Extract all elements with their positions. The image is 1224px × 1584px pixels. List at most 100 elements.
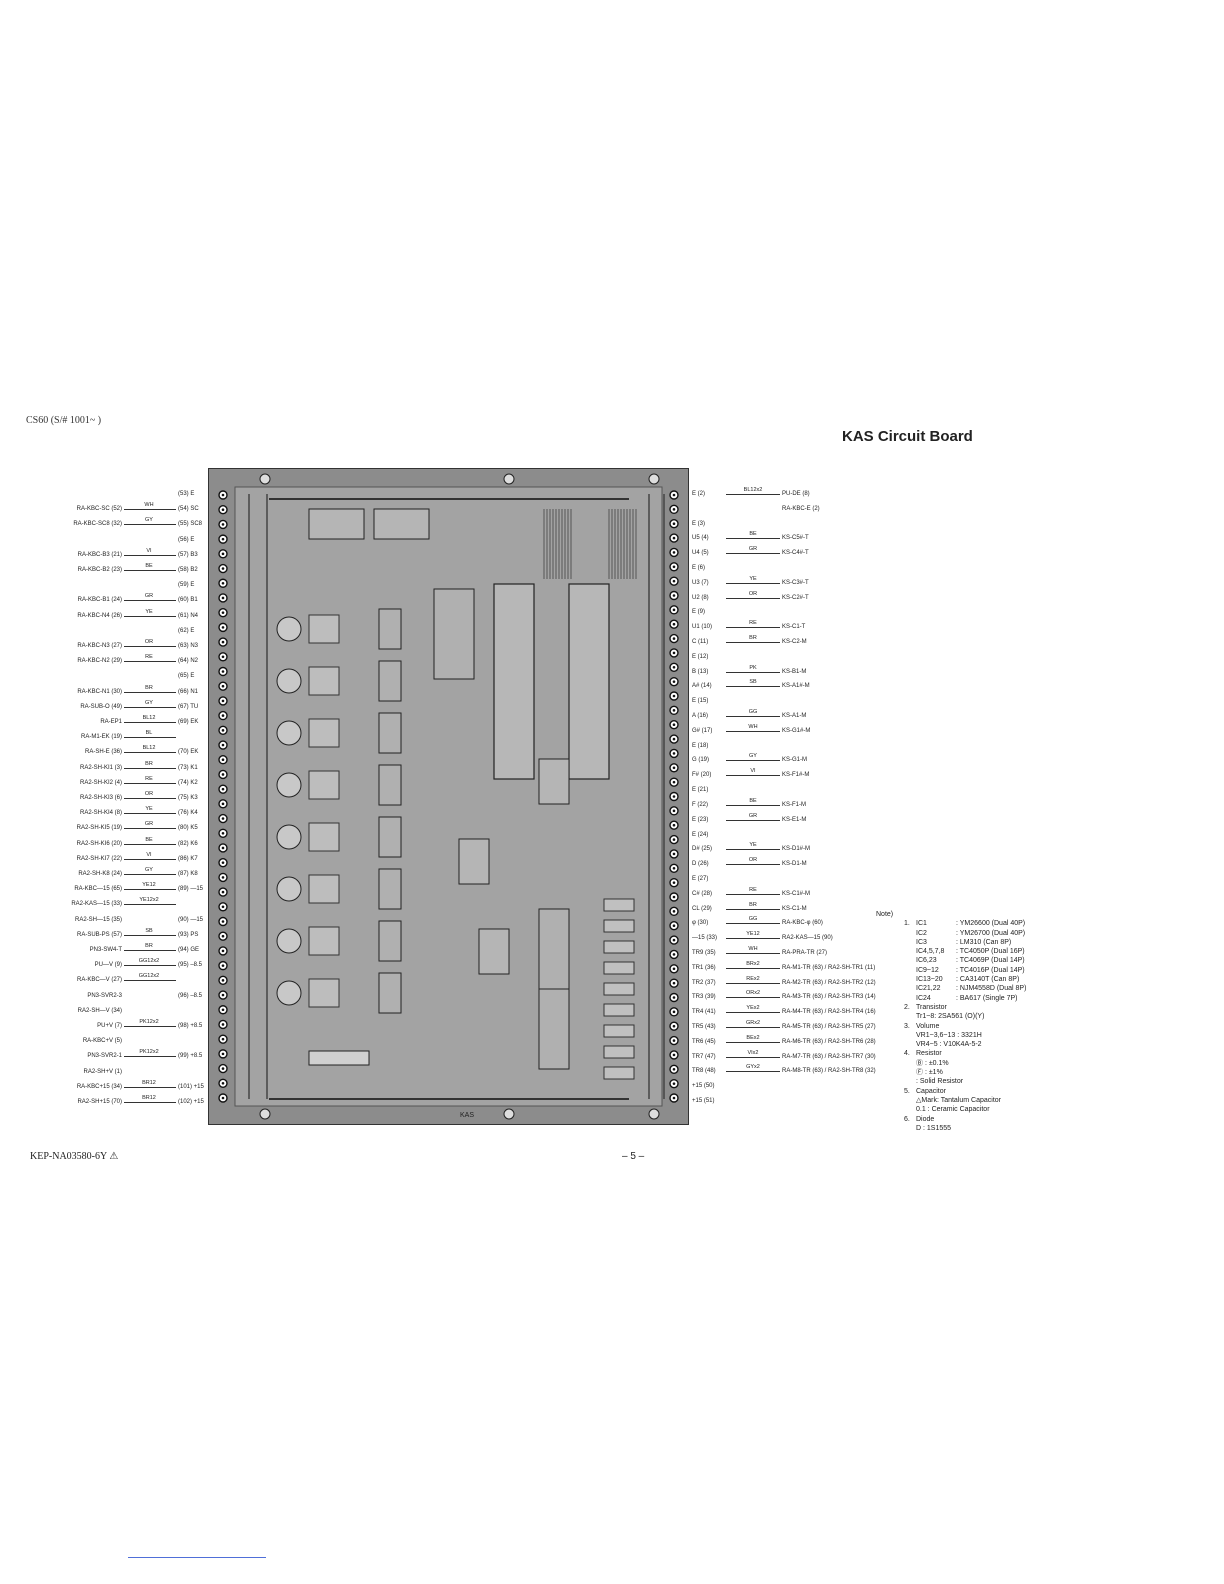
left-source-label: RA-KBC+V (5)	[82, 1038, 122, 1045]
left-source-label: RA-KBC-B2 (23)	[77, 567, 122, 573]
right-wire-line	[726, 1026, 780, 1028]
note-item: Volume	[916, 1022, 940, 1030]
right-destination-label: KS-G1-M	[782, 757, 808, 764]
left-source-label: PN3-SW4-T	[89, 947, 122, 953]
right-wire-line	[726, 1071, 780, 1073]
left-wire-color: BR	[145, 684, 153, 691]
right-pin-label: D (26)	[692, 861, 709, 868]
note-number: 3.	[904, 1022, 910, 1030]
left-wire-color: GY	[145, 517, 153, 524]
terminal-center	[221, 596, 225, 600]
board-inner-area	[234, 486, 663, 1107]
left-source-label: RA-KBC-B3 (21)	[77, 551, 122, 558]
component-block	[308, 718, 340, 748]
right-pin-label: E (2)	[692, 491, 706, 497]
trimmer-pot	[276, 668, 302, 694]
terminal-center	[221, 949, 225, 953]
left-source-label: RA-KBC-B1 (24)	[77, 597, 122, 604]
right-pin-label: D# (25)	[692, 846, 713, 853]
terminal-center	[221, 787, 225, 791]
terminal-center	[672, 953, 676, 956]
terminal-center	[672, 723, 676, 727]
note-item: Diode	[916, 1115, 935, 1123]
right-destination-label: RA-M7-TR (63) / RA2-SH-TR7 (30)	[782, 1053, 876, 1060]
right-destination-label: KS-C1#-M	[782, 890, 811, 897]
terminal-center	[672, 608, 676, 612]
right-pin-label: E (6)	[692, 565, 706, 572]
right-pin-label: E (27)	[692, 875, 709, 882]
right-pin-label: U5 (4)	[692, 535, 709, 542]
transistor-block	[603, 898, 635, 912]
terminal-center	[672, 508, 676, 511]
left-wire-color: YE	[145, 806, 153, 813]
left-wire-color: PK12x2	[139, 1049, 159, 1056]
right-pin-label: TR9 (35)	[692, 949, 716, 956]
left-wire-line	[124, 965, 176, 967]
transistor-block	[603, 1003, 635, 1017]
op-amp-chip	[378, 972, 402, 1014]
left-pin-label: (55) SC8	[178, 521, 203, 528]
left-source-label: RA2-SH-KI7 (22)	[76, 855, 122, 862]
right-destination-label: RA-M8-TR (63) / RA2-SH-TR8 (32)	[782, 1068, 876, 1075]
board-traces: KAS	[218, 473, 679, 1120]
left-source-label: RA2-SH-K8 (24)	[78, 871, 122, 877]
right-wire-line	[726, 864, 780, 866]
terminal-center	[221, 817, 225, 820]
left-wire-line	[124, 752, 176, 754]
right-destination-label: RA-M2-TR (63) / RA2-SH-TR2 (12)	[782, 979, 876, 986]
right-wire-color: YE	[749, 842, 757, 849]
right-wire-line	[726, 804, 780, 806]
left-wire-line	[124, 646, 176, 647]
terminal-center	[672, 895, 676, 899]
right-wire-color: VI	[750, 768, 756, 775]
right-wire-color: BR	[749, 635, 757, 642]
left-pin-label: (98) +8.5	[178, 1023, 203, 1029]
note-item: : Solid Resistor	[916, 1078, 964, 1086]
left-wire-line	[124, 1056, 176, 1058]
note-value: : BA617 (Single 7P)	[956, 994, 1018, 1002]
trimmer-pot	[276, 616, 302, 642]
left-pin-label: (93) PS	[178, 931, 199, 938]
left-wire-line	[124, 691, 176, 693]
right-wire-line	[726, 849, 780, 851]
terminal-center	[672, 881, 676, 884]
right-wire-color: GR	[748, 546, 758, 553]
left-wire-color: GR	[144, 593, 154, 600]
left-pin-label: (80) K5	[178, 825, 198, 832]
left-wire-line	[124, 934, 176, 936]
right-pin-label: U2 (8)	[692, 594, 709, 601]
op-amp-chip	[378, 920, 402, 962]
right-pin-label: B (13)	[692, 668, 709, 675]
note-value: : TC4069P (Dual 14P)	[956, 957, 1025, 965]
left-source-label: RA2-KAS—15 (33)	[71, 901, 122, 908]
left-source-label: PU+V (7)	[97, 1023, 122, 1029]
right-pin-label: E (21)	[692, 787, 709, 794]
right-destination-label: KS-B1-M	[782, 668, 807, 675]
right-destination-label: RA-KBC-E (2)	[782, 505, 820, 512]
right-destination-label: RA2-KAS—15 (90)	[782, 935, 833, 942]
document-code: KEP-NA03580-6Y ⚠	[30, 1151, 119, 1162]
right-pin-label: G# (17)	[692, 727, 713, 734]
right-wire-color: OR	[748, 590, 758, 597]
right-wire-color: GG	[748, 916, 758, 923]
right-wire-line	[726, 1012, 780, 1014]
right-wire-line	[726, 997, 780, 999]
left-pin-label: (87) K8	[178, 871, 198, 877]
right-destination-label: KS-C5#-T	[782, 535, 809, 542]
terminal-center	[672, 1082, 676, 1085]
terminal-center	[221, 552, 225, 556]
terminal-center	[672, 967, 676, 971]
left-wire-line	[124, 706, 176, 708]
right-pin-label: TR3 (39)	[692, 994, 716, 1001]
right-wire-line	[726, 775, 780, 777]
left-source-label: RA2-SH-KI5 (19)	[76, 825, 122, 832]
component-block	[308, 874, 340, 904]
transistor-block	[603, 982, 635, 996]
left-wire-color: BR	[145, 760, 153, 767]
terminal-center	[221, 890, 225, 894]
component-block	[308, 614, 340, 644]
right-wire-color: YE12	[746, 931, 760, 938]
right-wire-color: RE	[749, 620, 757, 627]
terminal-center	[672, 493, 676, 497]
right-destination-label: KS-E1-M	[782, 816, 807, 823]
